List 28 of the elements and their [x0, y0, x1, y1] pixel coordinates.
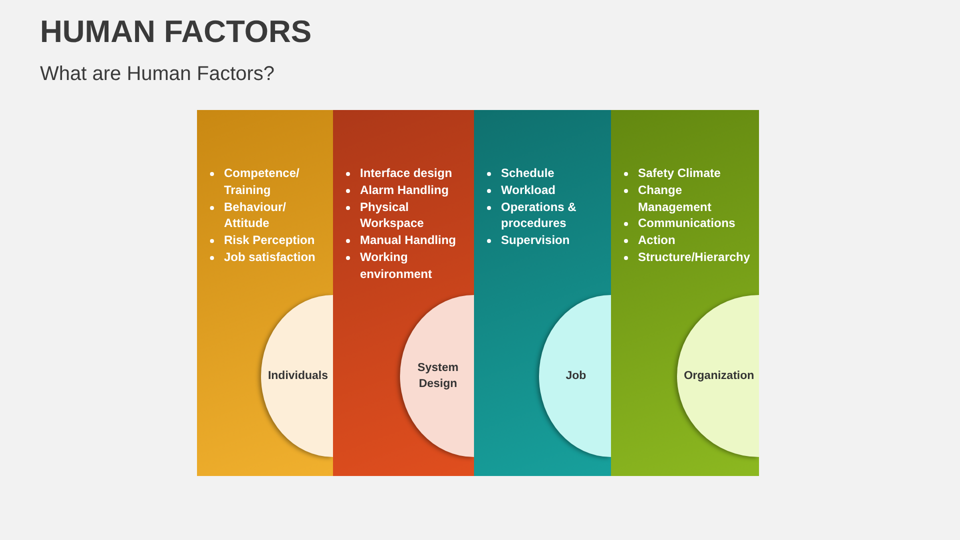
bullet-text: Working environment: [360, 250, 432, 281]
category-panel: [611, 110, 759, 476]
bullet-text: Competence/ Training: [224, 166, 300, 197]
bullet-text: Structure/Hierarchy: [638, 250, 750, 264]
bullet-text: Supervision: [501, 233, 570, 248]
bullet-text: Change Management: [638, 182, 712, 214]
bullet-text: Schedule: [501, 166, 554, 180]
category-panel: [333, 110, 474, 476]
category-label: Job: [564, 369, 586, 384]
slide-title: HUMAN FACTORS: [40, 14, 312, 50]
bullet-text: Operations & procedures: [501, 200, 576, 230]
bullet-text: Communications: [638, 216, 736, 230]
bullet-text: Safety Climate: [638, 166, 721, 180]
bullet-text: Risk Perception: [224, 233, 315, 248]
bullet-text: Job satisfaction: [224, 250, 316, 264]
category-panel: [474, 110, 611, 476]
category-panel: [197, 110, 333, 476]
bullet-text: Interface design: [360, 166, 452, 180]
slide-subtitle: What are Human Factors?: [40, 63, 275, 86]
bullet-text: Alarm Handling: [360, 182, 449, 197]
bullet-text: Action: [638, 233, 676, 248]
bullet-text: Workload: [501, 182, 556, 197]
bullet-text: Manual Handling: [360, 233, 456, 248]
category-label: System Design: [416, 361, 460, 392]
category-label: Individuals: [266, 369, 328, 384]
bullet-text: Behaviour/ Attitude: [224, 200, 286, 230]
category-label: Organization: [682, 369, 754, 384]
bullet-text: Physical Workspace: [360, 200, 424, 230]
